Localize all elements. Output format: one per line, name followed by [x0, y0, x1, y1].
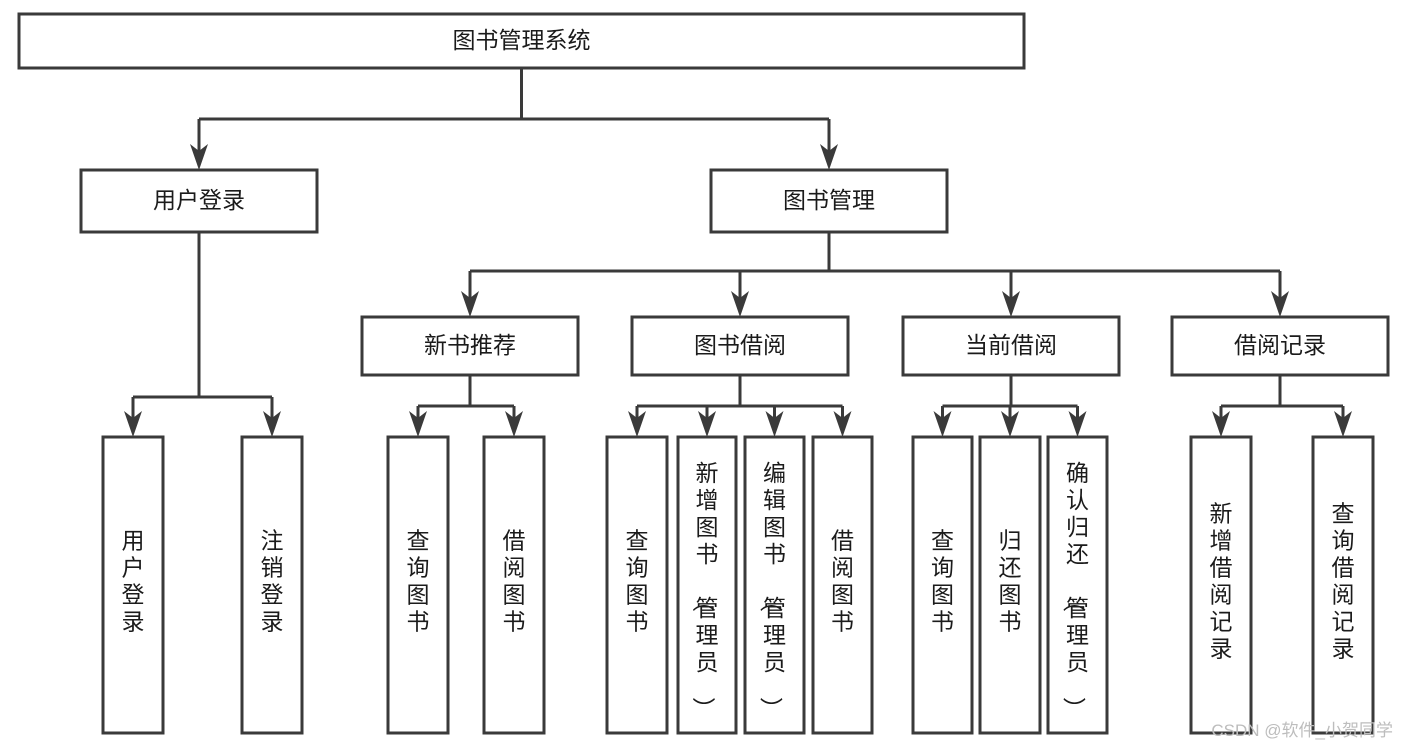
node-l7[interactable]: 编辑图书（管理员）	[743, 435, 806, 735]
node-box[interactable]	[630, 315, 850, 377]
node-box[interactable]	[978, 435, 1042, 735]
node-l12[interactable]: 新增借阅记录	[1189, 435, 1253, 735]
node-label: 用户登录	[153, 187, 245, 213]
node-label: 查询图书	[407, 528, 430, 635]
arrow-head-icon	[409, 411, 427, 437]
node-label: 归还图书	[999, 528, 1022, 635]
arrow-head-icon	[820, 144, 838, 170]
node-box[interactable]	[1170, 315, 1390, 377]
node-l9[interactable]: 查询图书	[911, 435, 974, 735]
node-n3a[interactable]: 新书推荐	[360, 315, 580, 377]
node-box[interactable]	[676, 435, 738, 735]
node-box[interactable]	[743, 435, 806, 735]
node-box[interactable]	[1189, 435, 1253, 735]
arrow-head-icon	[461, 291, 479, 317]
arrow-head-icon	[731, 291, 749, 317]
node-label: 图书管理	[783, 187, 875, 213]
node-layer: 图书管理系统用户登录图书管理新书推荐图书借阅当前借阅借阅记录用户登录注销登录查询…	[17, 12, 1390, 735]
connector-group-cur-trunk	[933, 375, 1087, 437]
node-label: 查询图书	[626, 528, 649, 635]
node-label: 新增借阅记录	[1210, 501, 1233, 662]
arrow-head-icon	[833, 411, 852, 437]
arrow-head-icon	[505, 411, 523, 437]
node-l10[interactable]: 归还图书	[978, 435, 1042, 735]
node-label: 用户登录	[122, 528, 145, 635]
node-l2[interactable]: 注销登录	[240, 435, 304, 735]
node-l6[interactable]: 新增图书（管理员）	[676, 435, 738, 735]
node-box[interactable]	[240, 435, 304, 735]
node-l8[interactable]: 借阅图书	[811, 435, 874, 735]
node-label: 当前借阅	[965, 332, 1057, 358]
arrow-head-icon	[190, 144, 208, 170]
node-n3c[interactable]: 当前借阅	[901, 315, 1121, 377]
node-n3d[interactable]: 借阅记录	[1170, 315, 1390, 377]
node-l11[interactable]: 确认归还（管理员）	[1046, 435, 1109, 735]
node-root[interactable]: 图书管理系统	[17, 12, 1026, 70]
node-l1[interactable]: 用户登录	[101, 435, 165, 735]
connector-group-level2-trunk	[461, 232, 1289, 317]
node-box[interactable]	[1046, 435, 1109, 735]
arrow-head-icon	[1068, 411, 1087, 437]
node-label: 图书借阅	[694, 332, 786, 358]
node-label: 图书管理系统	[453, 27, 591, 53]
connector-group-root-trunk	[190, 68, 838, 170]
arrow-head-icon	[263, 411, 281, 437]
node-label: 查询图书	[931, 528, 954, 635]
node-label: 借阅图书	[831, 528, 854, 635]
arrow-head-icon	[933, 411, 952, 437]
node-l5[interactable]: 查询图书	[605, 435, 669, 735]
node-label: 注销登录	[261, 528, 284, 635]
node-label: 借阅图书	[503, 528, 526, 635]
node-box[interactable]	[605, 435, 669, 735]
connector-group-borrow-trunk	[628, 375, 852, 437]
arrow-head-icon	[628, 411, 646, 437]
node-box[interactable]	[901, 315, 1121, 377]
node-box[interactable]	[482, 435, 546, 735]
node-n3b[interactable]: 图书借阅	[630, 315, 850, 377]
node-box[interactable]	[911, 435, 974, 735]
connector-group-new-trunk	[409, 375, 523, 437]
node-box[interactable]	[360, 315, 580, 377]
arrow-head-icon	[1334, 411, 1352, 437]
connector-group-rec-trunk	[1212, 375, 1352, 437]
node-label: 查询借阅记录	[1332, 501, 1355, 662]
node-box[interactable]	[386, 435, 450, 735]
arrow-head-icon	[1271, 291, 1289, 317]
node-label: 编辑图书（管理员）	[758, 460, 786, 720]
connector-layer	[124, 68, 1352, 437]
node-label: 新书推荐	[424, 332, 516, 358]
arrow-head-icon	[1212, 411, 1230, 437]
node-n2b[interactable]: 图书管理	[709, 168, 949, 234]
node-l4[interactable]: 借阅图书	[482, 435, 546, 735]
node-box[interactable]	[17, 12, 1026, 70]
node-label: 新增图书（管理员）	[691, 460, 719, 720]
node-label: 确认归还（管理员）	[1061, 460, 1089, 720]
arrow-head-icon	[698, 411, 716, 437]
node-l13[interactable]: 查询借阅记录	[1311, 435, 1375, 735]
node-box[interactable]	[709, 168, 949, 234]
node-box[interactable]	[811, 435, 874, 735]
arrow-head-icon	[765, 411, 784, 437]
node-l3[interactable]: 查询图书	[386, 435, 450, 735]
arrow-head-icon	[124, 411, 142, 437]
node-box[interactable]	[101, 435, 165, 735]
node-box[interactable]	[79, 168, 319, 234]
connector-group-login-trunk	[124, 232, 281, 437]
node-n2a[interactable]: 用户登录	[79, 168, 319, 234]
arrow-head-icon	[1002, 291, 1020, 317]
arrow-head-icon	[1001, 411, 1019, 437]
node-label: 借阅记录	[1234, 332, 1326, 358]
node-box[interactable]	[1311, 435, 1375, 735]
